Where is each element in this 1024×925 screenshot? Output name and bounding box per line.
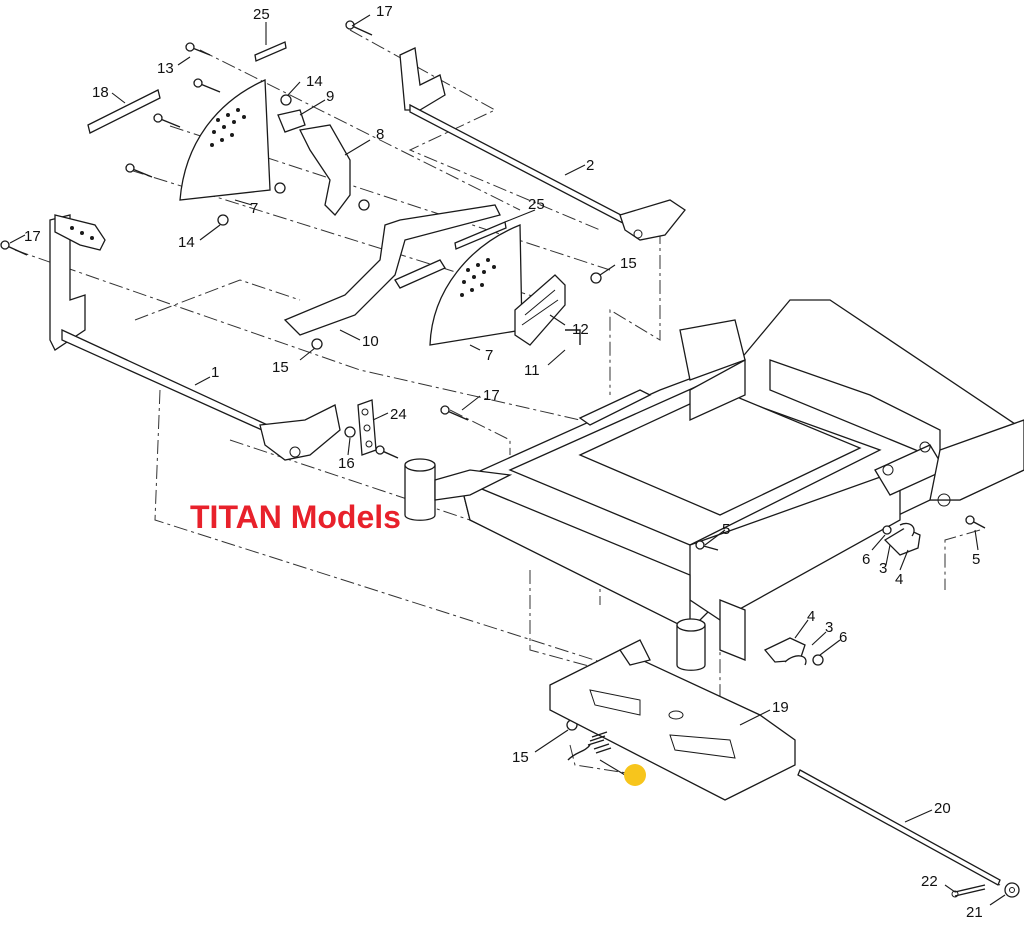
callout-5-center: 5 [722, 521, 730, 538]
part-18-decal [87, 89, 161, 134]
callout-3-lower: 3 [825, 619, 833, 636]
part-10-pedal-arm [283, 204, 501, 336]
callout-18: 18 [92, 84, 109, 101]
callout-17-left: 17 [24, 228, 41, 245]
callout-17-mid: 17 [483, 387, 500, 404]
titan-models-label: TITAN Models [190, 499, 401, 535]
callout-13: 13 [157, 60, 174, 77]
part-7-pedal-pad-lower [429, 224, 523, 346]
callout-3-right: 3 [879, 560, 887, 577]
callout-14-lower: 14 [178, 234, 195, 251]
callout-10: 10 [362, 333, 379, 350]
highlight-marker-dot [624, 764, 646, 786]
part-19-lower-plate [549, 639, 796, 801]
spring [567, 731, 612, 761]
part-25-decal-upper [254, 41, 287, 62]
callout-19: 19 [772, 699, 789, 716]
part-11-pin [565, 329, 581, 345]
callout-11: 11 [524, 362, 540, 379]
callout-16: 16 [338, 455, 355, 472]
main-frame [404, 299, 1024, 671]
part-25-decal-lower [454, 221, 507, 250]
callout-4-right: 4 [895, 571, 903, 588]
callout-6-right: 6 [862, 551, 870, 568]
callout-21: 21 [966, 904, 983, 921]
part-7-pedal-pad-upper [179, 79, 271, 201]
part-8-bracket [299, 124, 351, 216]
callout-5-right: 5 [972, 551, 980, 568]
callout-17-top: 17 [376, 3, 393, 20]
callout-15-bottom: 15 [512, 749, 529, 766]
callout-25-lower: 25 [528, 196, 545, 213]
callout-7-upper: 7 [250, 200, 258, 217]
callout-2: 2 [586, 157, 594, 174]
part-21-washer [1004, 882, 1020, 898]
callout-22: 22 [921, 873, 938, 890]
callout-6-lower: 6 [839, 629, 847, 646]
callout-1: 1 [211, 364, 219, 381]
callout-8: 8 [376, 126, 384, 143]
callout-20: 20 [934, 800, 951, 817]
part-22-cotter-pin [951, 884, 986, 898]
part-1-pedal-rod [49, 214, 341, 461]
callout-numbers: 25 17 13 14 9 18 8 2 7 25 17 14 15 12 10… [24, 3, 983, 921]
part-12-grip-pad [514, 274, 566, 346]
part-3-4-clamps-right [883, 522, 921, 556]
part-9-clip [277, 109, 306, 133]
callout-14-upper: 14 [306, 73, 323, 90]
callout-7-lower: 7 [485, 347, 493, 364]
callout-15-mid: 15 [272, 359, 289, 376]
callout-24: 24 [390, 406, 407, 423]
part-20-rod [797, 769, 1001, 886]
callout-leader-lines [9, 14, 1006, 906]
part-24-link [357, 399, 377, 456]
hardware-bolts-nuts [0, 20, 986, 731]
part-3-4-clamps-lower [763, 637, 807, 666]
callout-9: 9 [326, 88, 334, 105]
callout-25-upper: 25 [253, 6, 270, 23]
callout-4-lower: 4 [807, 608, 815, 625]
callout-15-top: 15 [620, 255, 637, 272]
part-2-rod [399, 47, 686, 241]
callout-12: 12 [572, 321, 589, 338]
